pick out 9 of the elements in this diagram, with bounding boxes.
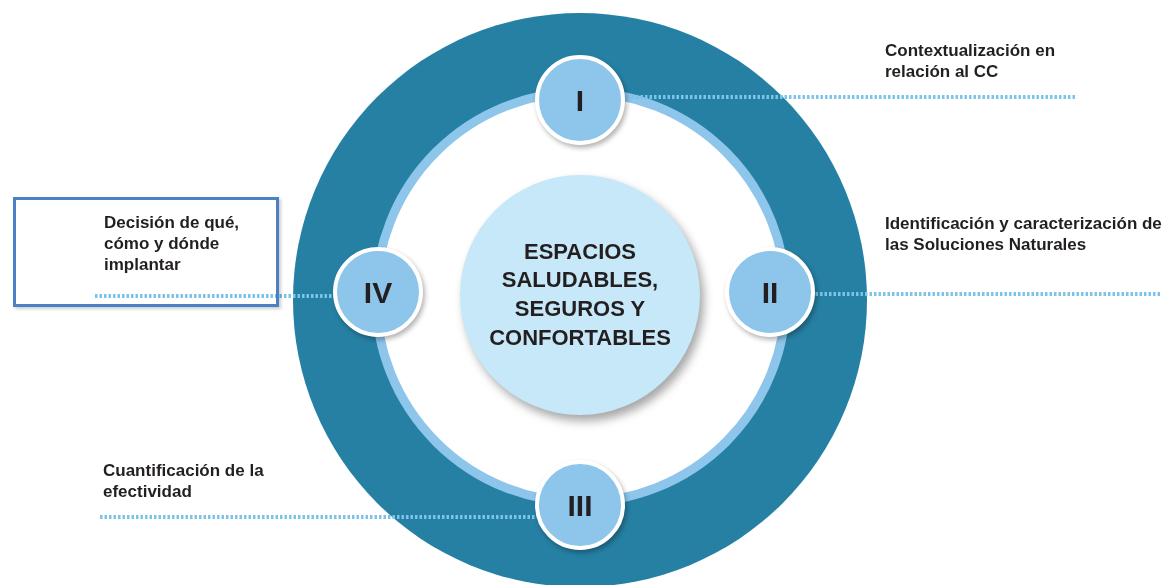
dotted-connector xyxy=(624,95,1075,99)
step-description: Contextualización en relación al CC xyxy=(885,40,1085,97)
step-description: Identificación y caracterización de las Soluciones Naturales xyxy=(885,213,1165,294)
dotted-connector xyxy=(95,294,334,298)
dotted-connector xyxy=(814,292,1160,296)
dotted-connector xyxy=(100,515,537,519)
step-description: Cuantificación de la efectividad xyxy=(103,460,303,517)
step-description: Decisión de qué, cómo y dónde implantar xyxy=(104,213,240,274)
outlined-box xyxy=(13,197,279,307)
